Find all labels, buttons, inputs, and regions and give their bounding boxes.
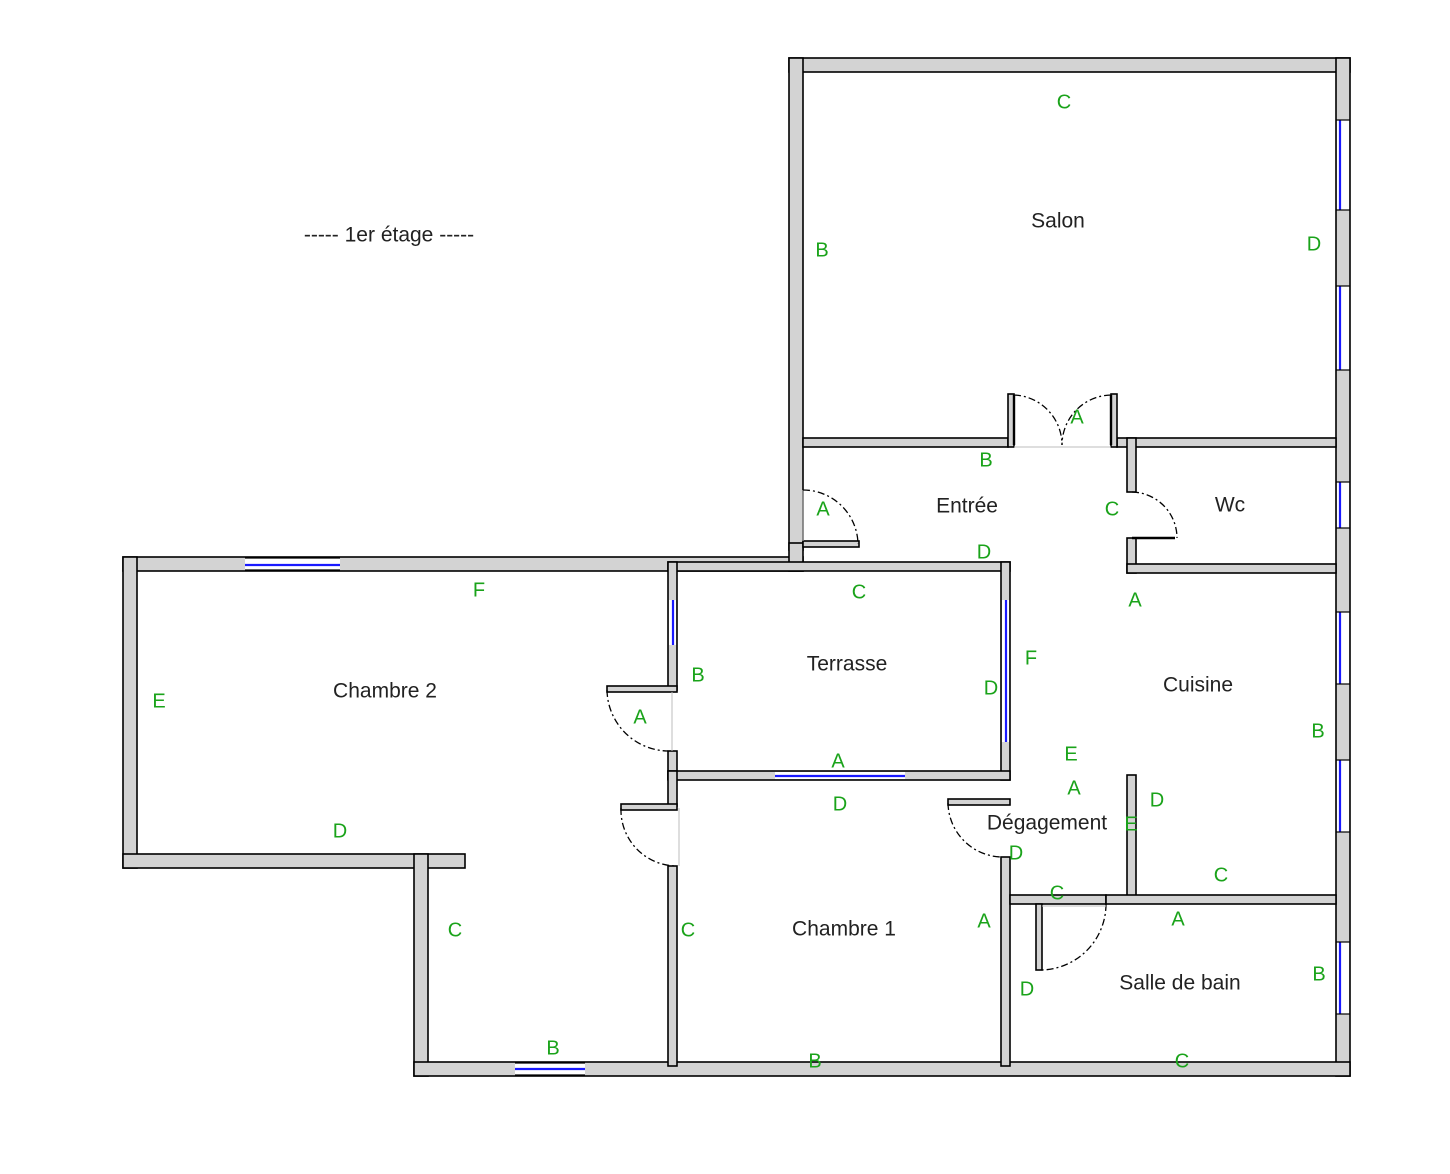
room-terrasse: Terrasse (807, 653, 888, 676)
wall-label: D (984, 677, 998, 699)
room-entree: Entrée (936, 495, 998, 518)
wall-label: C (681, 919, 695, 941)
wall-label: A (831, 750, 845, 772)
wall-label: A (1128, 589, 1142, 611)
wall-label: D (333, 820, 347, 842)
chambre1-right-door (947, 802, 1002, 858)
wall-letters: C B D A B A C D C B D A F E A D C B A F … (152, 91, 1325, 1072)
salle-de-bain-door (1039, 903, 1107, 971)
wall-label: B (815, 239, 828, 261)
wall-label: B (1312, 963, 1325, 985)
wall-label: B (691, 664, 704, 686)
wall-label: C (1214, 864, 1228, 886)
wall-label: A (1070, 406, 1084, 428)
room-degagement: Dégagement (987, 812, 1107, 835)
room-salle-de-bain: Salle de bain (1119, 972, 1240, 995)
wall-label: F (1025, 647, 1037, 669)
room-wc: Wc (1215, 494, 1245, 517)
wall-label: C (1105, 498, 1119, 520)
room-chambre-2: Chambre 2 (333, 680, 437, 703)
room-salon: Salon (1031, 210, 1085, 233)
chambre1-left-door (620, 807, 680, 867)
doors (606, 394, 1178, 971)
wall-label: D (1307, 233, 1321, 255)
wall-label: A (977, 910, 991, 932)
wall-label: B (808, 1050, 821, 1072)
wall-label: B (1311, 720, 1324, 742)
wall-label: E (1064, 743, 1077, 765)
wall-label: F (473, 579, 485, 601)
wall-label: C (448, 919, 462, 941)
wall-label: E (1124, 813, 1137, 835)
wall-label: D (977, 541, 991, 563)
wc-door (1131, 491, 1178, 540)
wall-label: C (1175, 1050, 1189, 1072)
wall-label: A (1171, 908, 1185, 930)
room-names: Salon Entrée Wc Terrasse Chambre 2 Cuisi… (333, 210, 1245, 995)
wall-label: B (546, 1037, 559, 1059)
wall-label: A (633, 706, 647, 728)
wall-label: C (1057, 91, 1071, 113)
wall-label: A (816, 498, 830, 520)
wall-label: C (852, 581, 866, 603)
room-chambre-1: Chambre 1 (792, 918, 896, 941)
interior-walls (606, 393, 1337, 1067)
wall-label: A (1067, 777, 1081, 799)
wall-label: D (833, 793, 847, 815)
wall-label: C (1050, 882, 1064, 904)
floor-label: ----- 1er étage ----- (304, 224, 474, 247)
wall-label: B (979, 449, 992, 471)
windows (245, 119, 1350, 1076)
salon-double-door (1012, 394, 1113, 448)
wall-label: D (1150, 789, 1164, 811)
wall-label: D (1009, 842, 1023, 864)
wall-label: D (1020, 978, 1034, 1000)
entree-door (802, 489, 859, 545)
wall-label: E (152, 690, 165, 712)
chambre2-door (606, 689, 673, 752)
room-cuisine: Cuisine (1163, 674, 1233, 697)
